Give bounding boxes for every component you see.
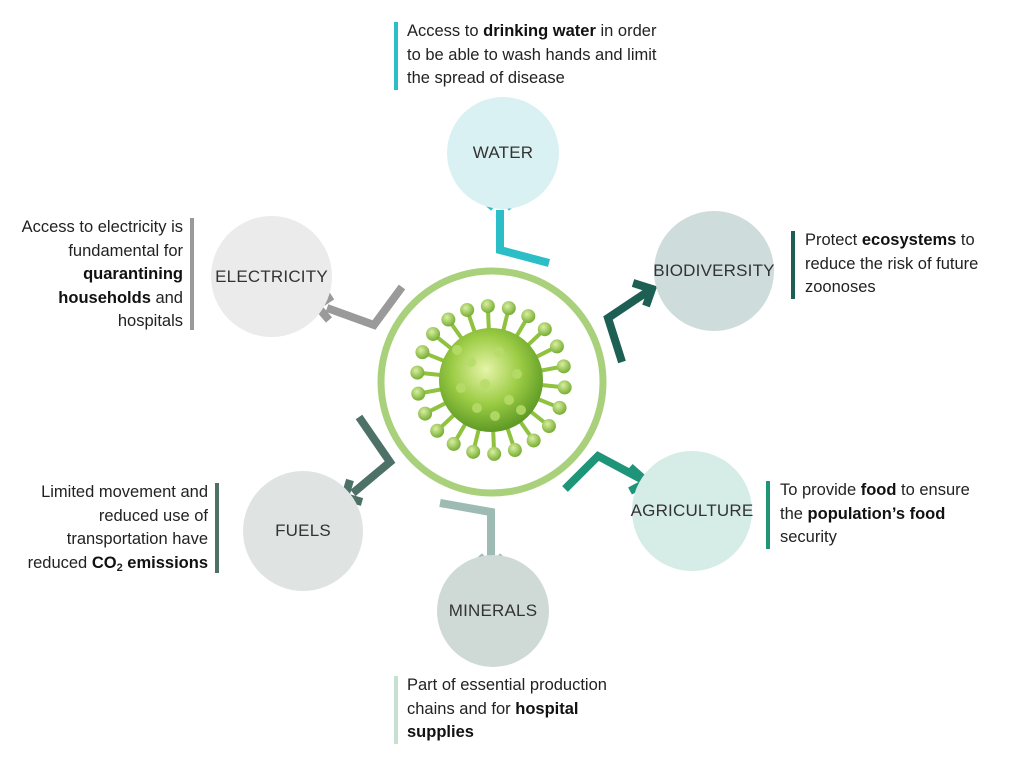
- fuels-description: Limited movement and reduced use of tran…: [10, 481, 208, 580]
- minerals-desc-text-1: Part of essential production chains and …: [407, 676, 607, 718]
- virus-spike-knob: [521, 309, 536, 324]
- node-biodiversity: BIODIVERSITY: [653, 211, 775, 331]
- agriculture-desc-bar: [766, 481, 770, 549]
- biodiversity-desc-bold: ecosystems: [861, 231, 957, 249]
- water-desc-text-1: Access to: [407, 22, 484, 40]
- arrow-agriculture: [562, 451, 643, 492]
- fuels-desc-bold-1: CO: [91, 553, 117, 572]
- arrow-fuels: [350, 414, 396, 497]
- minerals-desc-bold: hospital supplies: [407, 699, 579, 742]
- minerals-description: Part of essential production chains and …: [407, 674, 612, 745]
- arrow-minerals: [439, 499, 495, 558]
- virus-spike-knob: [415, 345, 430, 360]
- node-agriculture: AGRICULTURE: [630, 451, 754, 571]
- central-ring: [377, 267, 607, 497]
- node-fuels: FUELS: [243, 471, 363, 591]
- electricity-description: Access to electricity is fundamental for…: [4, 216, 183, 334]
- fuels-desc-bar: [215, 483, 219, 573]
- virus-spike-knob: [460, 302, 475, 317]
- agriculture-desc-bold-1: food: [860, 481, 897, 499]
- virus-spike-knob: [501, 301, 516, 316]
- virus-spike-knob: [410, 365, 425, 380]
- biodiversity-desc-text-1: Protect: [805, 231, 862, 249]
- virus-spike-knob: [537, 322, 552, 337]
- water-desc-bar: [394, 22, 398, 90]
- virus-surface-dot: [466, 357, 476, 367]
- node-electricity-label: ELECTRICITY: [215, 266, 328, 286]
- biodiversity-desc-text-2: to reduce the risk of future zoonoses: [805, 231, 979, 296]
- virus-spike-knob: [556, 359, 571, 374]
- virus-spike-knob: [526, 433, 541, 448]
- virus-surface-dot: [456, 383, 466, 393]
- fuels-desc-text-1: Limited movement and reduced use of tran…: [27, 483, 208, 572]
- virus-spike-knob: [549, 339, 564, 354]
- arrow-water: [496, 210, 551, 267]
- virus-spike-knob: [446, 436, 461, 451]
- electricity-desc-bar: [190, 218, 194, 330]
- node-fuels-label: FUELS: [275, 521, 331, 540]
- arrow-biodiversity-head: [631, 279, 658, 308]
- fuels-desc-bold-2: emissions: [122, 553, 208, 572]
- virus-surface-dot: [512, 369, 522, 379]
- virus-surface-dot: [480, 379, 490, 389]
- biodiversity-description: Protect ecosystems to reduce the risk of…: [805, 229, 985, 300]
- node-water-label: WATER: [472, 143, 534, 162]
- virus-surface-dot: [490, 411, 500, 421]
- node-minerals-label: MINERALS: [448, 601, 538, 620]
- virus-surface-dot: [516, 405, 526, 415]
- agriculture-description: To provide food to ensure the population…: [780, 479, 980, 550]
- electricity-desc-text-2: and hospitals: [117, 288, 183, 331]
- virus-surface-dot: [472, 403, 482, 413]
- virus-surface-dot: [494, 347, 504, 357]
- virus-surface-dot: [504, 395, 514, 405]
- virus-spike-knob: [507, 443, 522, 458]
- virus-spike-knob: [441, 312, 456, 327]
- arrow-biodiversity: [603, 288, 650, 364]
- virus-icon: [410, 299, 572, 461]
- water-description: Access to drinking water in order to be …: [407, 20, 657, 91]
- node-electricity: ELECTRICITY: [211, 216, 332, 337]
- virus-spike-knob: [418, 406, 433, 421]
- minerals-desc-bar: [394, 676, 398, 744]
- node-minerals: MINERALS: [437, 555, 549, 667]
- fuels-desc-subscript: 2: [116, 561, 123, 574]
- node-water: WATER: [447, 97, 559, 209]
- agriculture-desc-text-1: To provide: [780, 481, 861, 499]
- virus-body: [439, 328, 543, 432]
- virus-surface-dot: [452, 345, 462, 355]
- virus-spike-knob: [466, 444, 481, 459]
- arrow-electricity: [325, 284, 406, 330]
- virus-spike-knob: [487, 446, 502, 461]
- biodiversity-desc-bar: [791, 231, 795, 299]
- virus-spike-knob: [480, 299, 495, 314]
- node-biodiversity-label: BIODIVERSITY: [653, 261, 775, 280]
- virus-spike-knob: [411, 386, 426, 401]
- water-desc-text-2: in order to be able to wash hands and li…: [407, 22, 657, 87]
- agriculture-desc-bold-2: population’s food: [807, 504, 946, 523]
- water-desc-bold: drinking water: [483, 22, 596, 40]
- virus-spike-knob: [430, 423, 445, 438]
- virus-spike-knob: [552, 400, 567, 415]
- agriculture-desc-text-2: to ensure the: [780, 481, 970, 523]
- virus-spike-knob: [557, 380, 572, 395]
- agriculture-desc-text-3: security: [780, 528, 837, 546]
- node-agriculture-label: AGRICULTURE: [630, 501, 754, 520]
- virus-spike-knob: [541, 419, 556, 434]
- electricity-desc-text-1: Access to electricity is fundamental for: [21, 218, 183, 260]
- electricity-desc-bold: quarantining households: [58, 265, 183, 307]
- virus-spike-knob: [426, 326, 441, 341]
